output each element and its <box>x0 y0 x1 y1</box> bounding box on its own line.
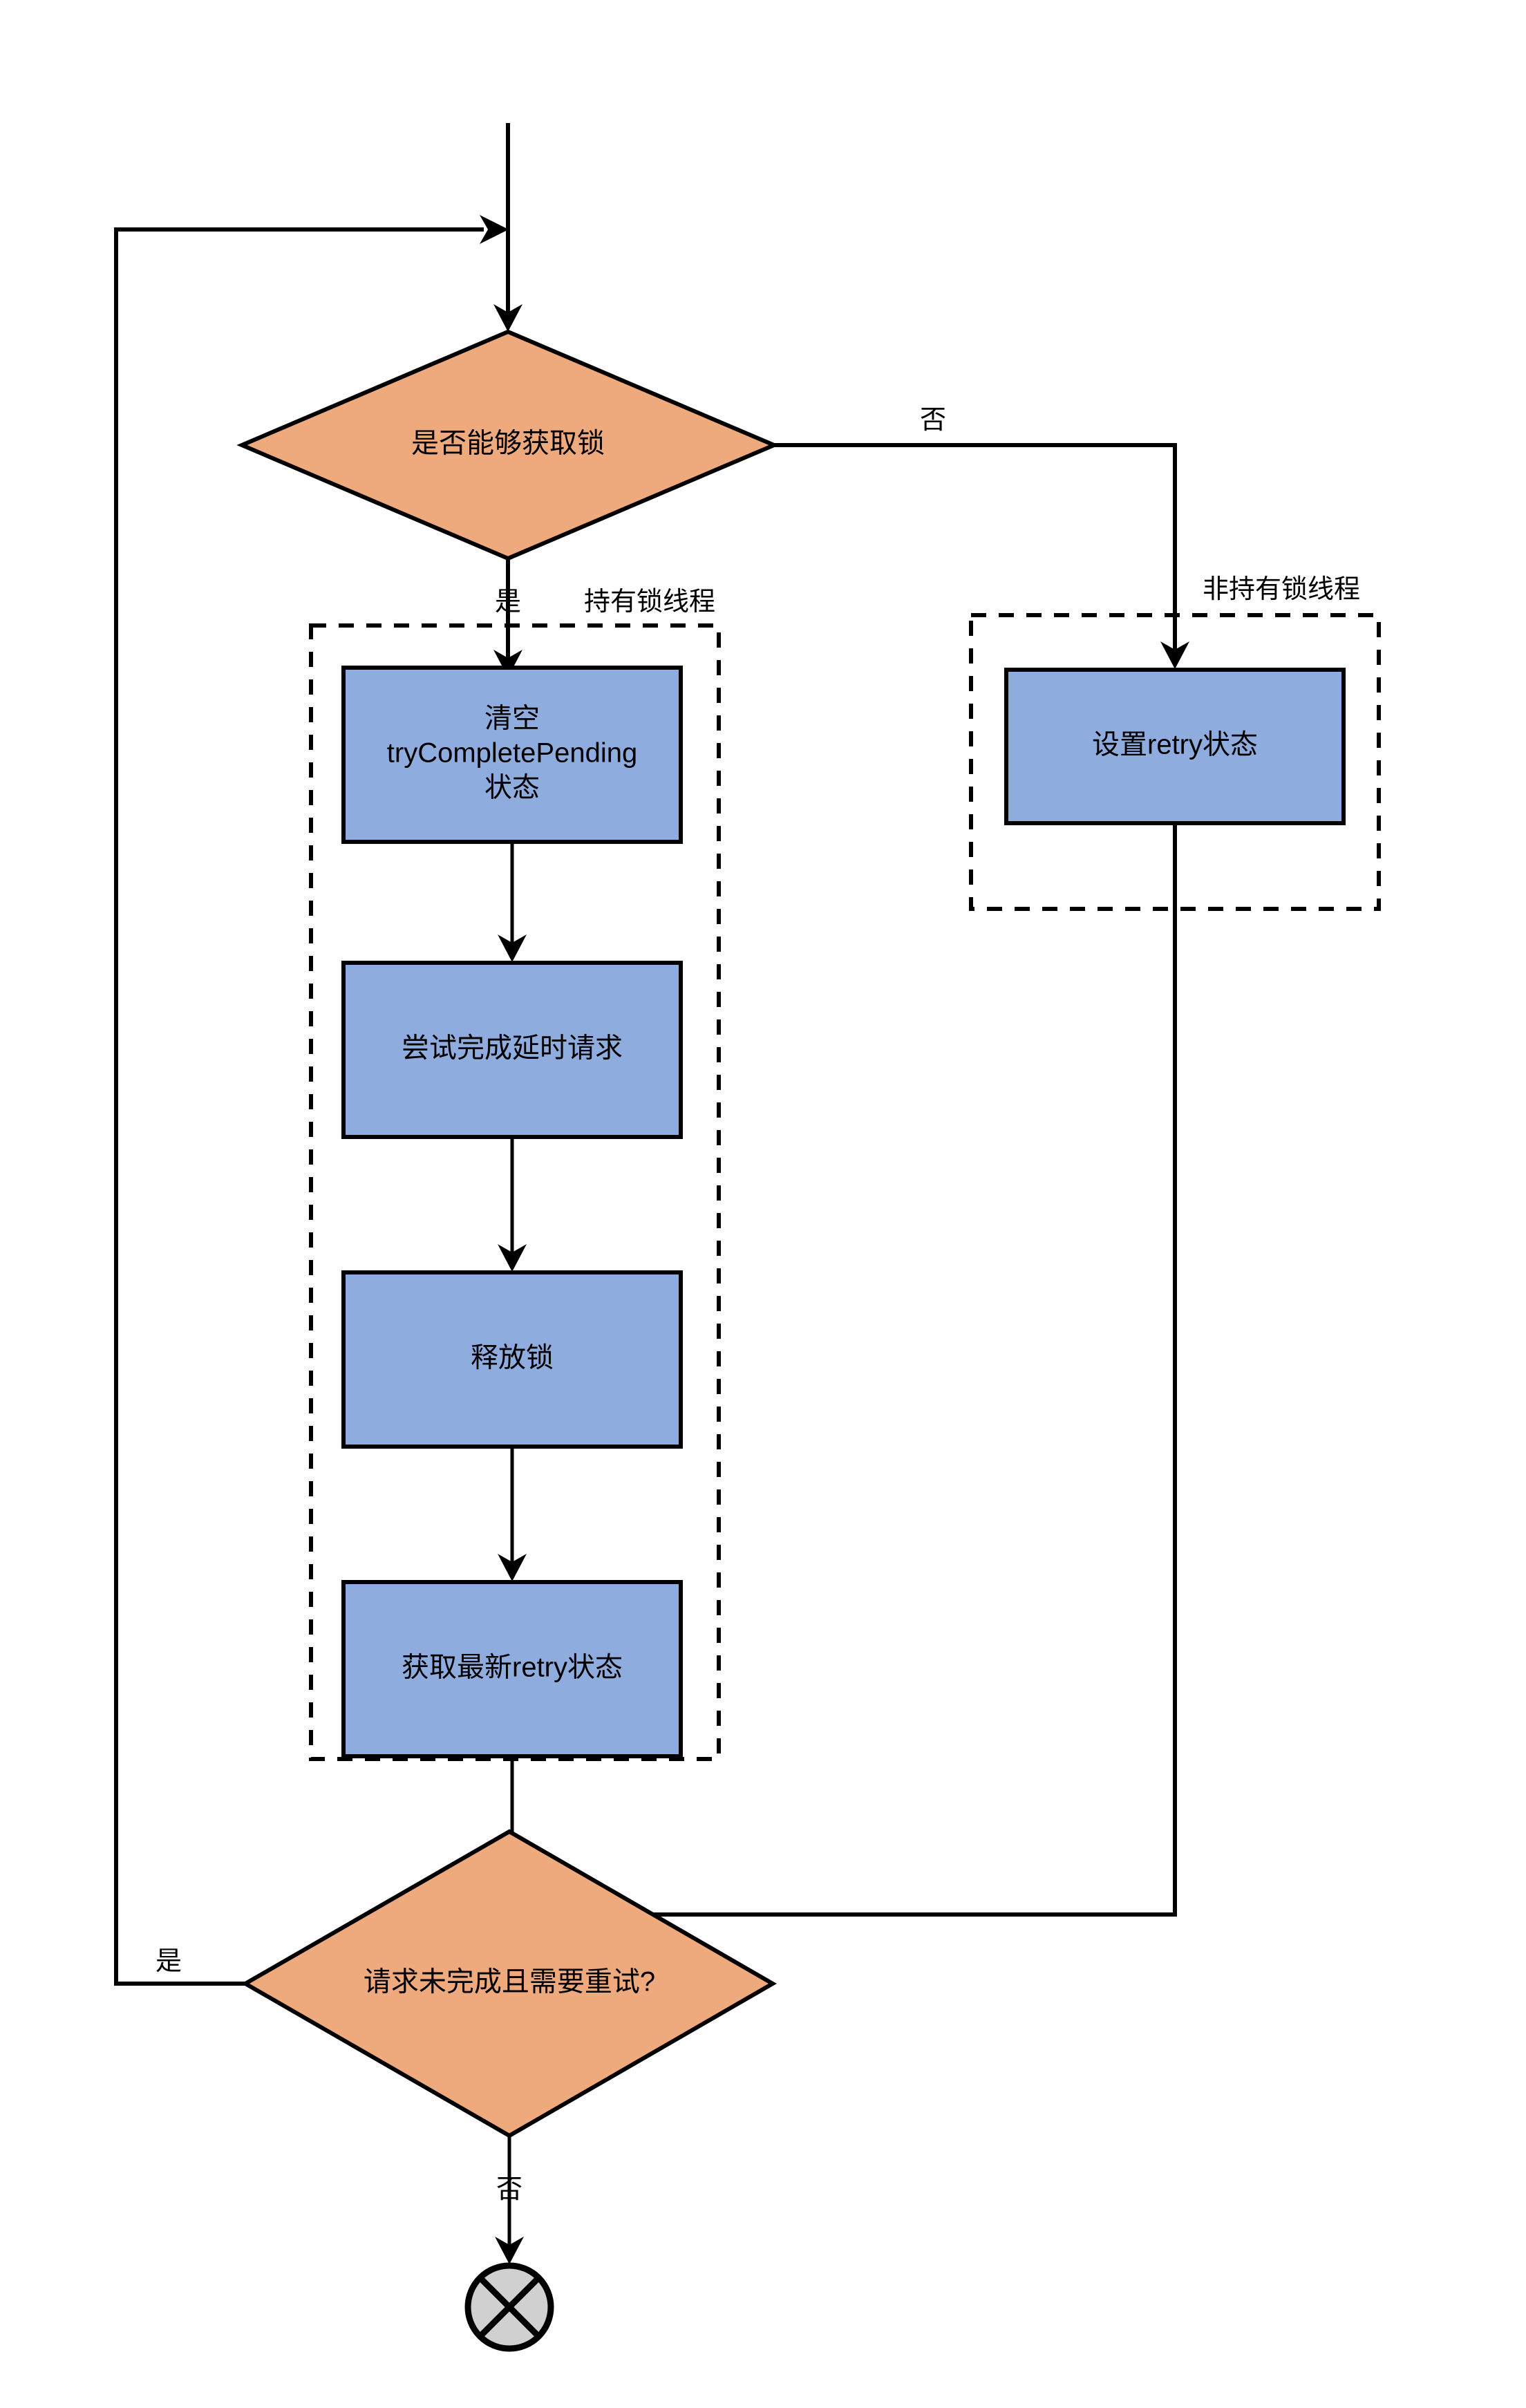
proc-get-latest-retry-label: 获取最新retry状态 <box>402 1653 623 1683</box>
acquire-lock-no-connector <box>774 443 1189 669</box>
edge-label-retry-yes: 是 <box>156 1947 182 1976</box>
edge-label-acquire-no: 否 <box>920 406 946 435</box>
connector-trycomplete-to-release <box>498 1137 527 1272</box>
edge-label-acquire-yes: 是 <box>495 587 521 617</box>
proc-set-retry-label: 设置retry状态 <box>1092 730 1258 760</box>
connector-release-to-getretry <box>498 1447 527 1581</box>
proc-get-latest-retry[interactable]: 获取最新retry状态 <box>341 1580 683 1758</box>
proc-try-complete-delayed-label: 尝试完成延时请求 <box>402 1033 623 1064</box>
proc-release-lock-label: 释放锁 <box>471 1343 554 1373</box>
entry-connector <box>493 123 522 332</box>
proc-clear-trycompletepending-line1: 清空 <box>484 704 540 734</box>
decision-retry-needed[interactable]: 请求未完成且需要重试? <box>241 1829 777 2138</box>
proc-clear-trycompletepending-line3: 状态 <box>484 773 540 803</box>
group-non-lock-holder-label: 非持有锁线程 <box>1203 575 1360 604</box>
retry-loop-connector <box>114 215 509 1986</box>
end-terminator <box>464 2262 554 2352</box>
group-lock-holder-label: 持有锁线程 <box>584 587 715 617</box>
proc-clear-trycompletepending-line2: tryCompletePending <box>387 738 637 769</box>
connector-clear-to-trycomplete <box>498 842 527 962</box>
decision-retry-needed-label: 请求未完成且需要重试? <box>364 1967 655 1997</box>
edge-label-retry-no: 否 <box>496 2175 522 2204</box>
proc-clear-trycompletepending[interactable]: 清空 tryCompletePending 状态 <box>341 666 683 844</box>
retry-no-connector <box>495 2136 524 2264</box>
group-lock-holder <box>309 623 721 1761</box>
proc-try-complete-delayed[interactable]: 尝试完成延时请求 <box>341 961 683 1139</box>
decision-acquire-lock-label: 是否能够获取锁 <box>411 429 605 459</box>
proc-set-retry[interactable]: 设置retry状态 <box>1004 668 1346 825</box>
proc-release-lock[interactable]: 释放锁 <box>341 1270 683 1449</box>
acquire-lock-yes-connector <box>493 558 522 677</box>
group-non-lock-holder <box>969 613 1381 911</box>
decision-acquire-lock[interactable]: 是否能够获取锁 <box>236 329 780 561</box>
